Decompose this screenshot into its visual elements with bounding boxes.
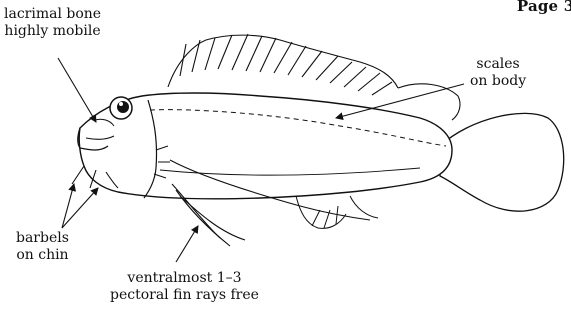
fish-body xyxy=(79,93,452,199)
label-barbels: barbels on chin xyxy=(16,230,69,264)
label-lacrimal-line1: lacrimal bone xyxy=(4,6,101,23)
caudal-fin xyxy=(440,113,564,211)
label-scales-line2: on body xyxy=(470,73,526,90)
pectoral-leader xyxy=(176,226,198,262)
label-pectoral: ventralmost 1–3 pectoral fin rays free xyxy=(110,270,259,304)
label-lacrimal-line2: highly mobile xyxy=(4,23,101,40)
label-scales-line1: scales xyxy=(470,56,526,73)
label-barbels-line2: on chin xyxy=(16,247,69,264)
label-pectoral-line1: ventralmost 1–3 xyxy=(110,270,259,287)
label-lacrimal: lacrimal bone highly mobile xyxy=(4,6,101,40)
label-scales: scales on body xyxy=(470,56,526,90)
label-pectoral-line2: pectoral fin rays free xyxy=(110,287,259,304)
lacrimal-leader xyxy=(58,58,96,122)
label-barbels-line1: barbels xyxy=(16,230,69,247)
